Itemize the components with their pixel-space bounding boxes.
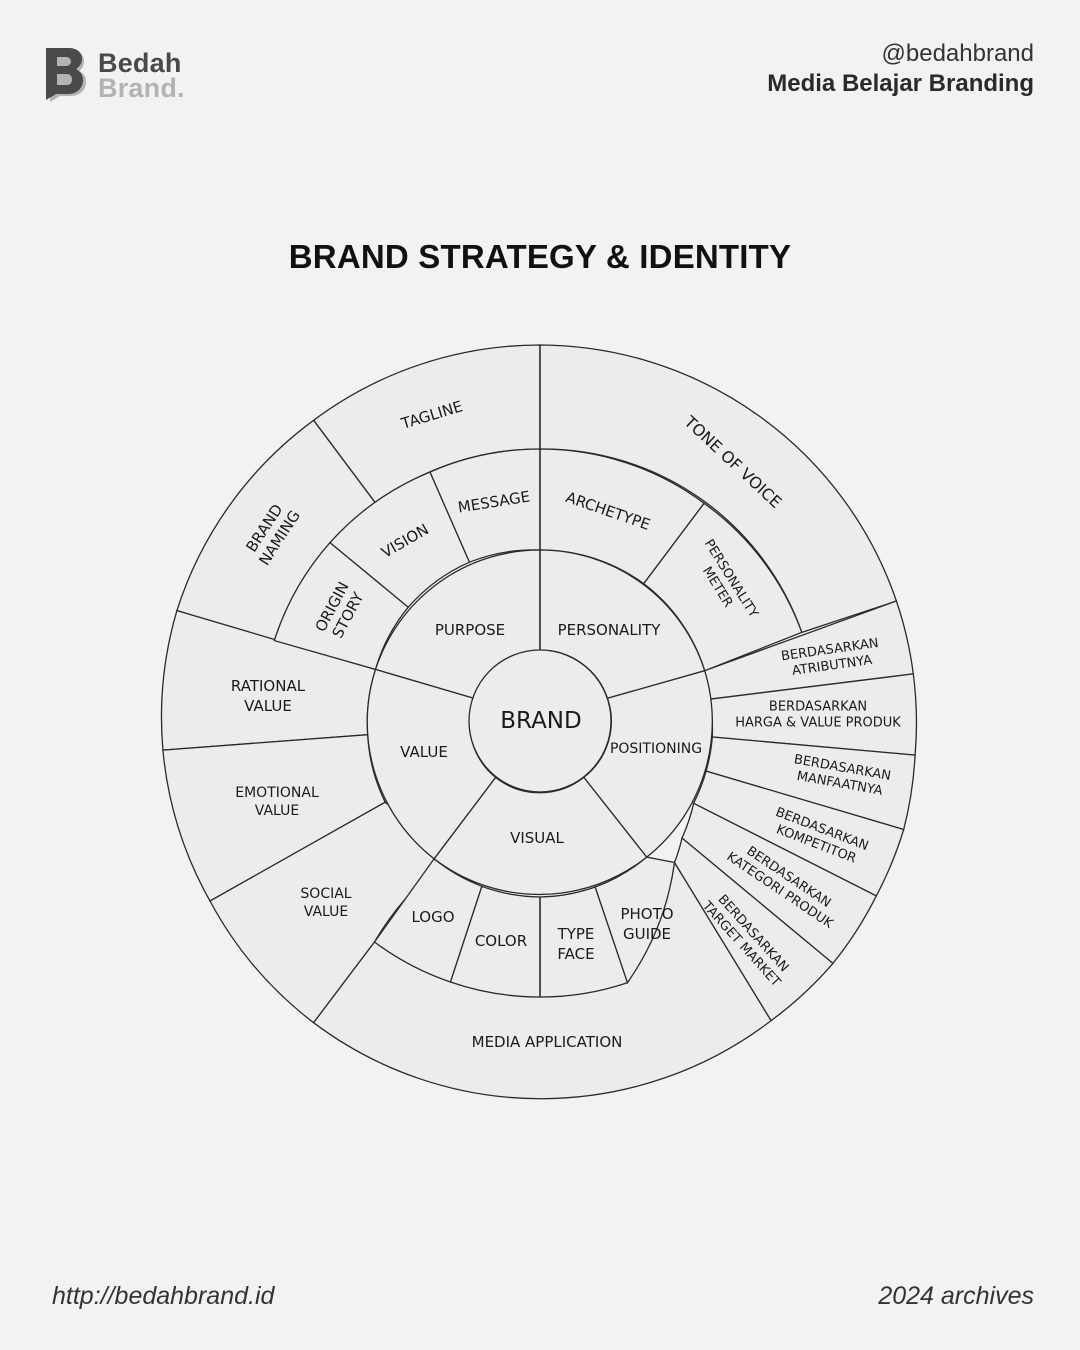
label-emotional-value-line1: EMOTIONAL <box>235 785 319 801</box>
logo-wordmark-bottom: Brand. <box>98 73 185 103</box>
logo-wordmark-top: Bedah <box>98 48 182 78</box>
label-type-face-line1: TYPE <box>557 925 595 943</box>
label-emotional-value-line2: VALUE <box>255 803 299 819</box>
label-rational-value-line1: RATIONAL <box>231 677 306 695</box>
brand-logo: Bedah Brand. <box>46 48 185 104</box>
label-visual: VISUAL <box>510 829 564 847</box>
middle-ring <box>273 448 803 998</box>
label-photo-guide-line2: GUIDE <box>623 925 671 943</box>
label-photo-guide-line1: PHOTO <box>620 905 673 923</box>
outer-ring <box>160 344 918 1100</box>
label-logo: LOGO <box>411 908 454 926</box>
label-personality: PERSONALITY <box>558 621 662 639</box>
label-type-face-line2: FACE <box>557 945 594 963</box>
segment-logo <box>373 857 483 983</box>
label-positioning: POSITIONING <box>610 741 702 757</box>
label-rational-value-line2: VALUE <box>244 697 292 715</box>
footer-website-link[interactable]: http://bedahbrand.id <box>52 1282 275 1310</box>
center-label: BRAND <box>500 708 581 734</box>
header-tagline: Media Belajar Branding <box>767 70 1034 97</box>
label-berdasarkan-harga-line1: BERDASARKAN <box>769 700 867 715</box>
label-purpose: PURPOSE <box>435 621 505 639</box>
inner-ring <box>366 549 713 896</box>
page-title: BRAND STRATEGY & IDENTITY <box>288 238 792 275</box>
label-berdasarkan-harga-line2: HARGA & VALUE PRODUK <box>735 716 901 731</box>
label-social-value-line1: SOCIAL <box>300 886 351 902</box>
label-color: COLOR <box>475 932 527 950</box>
segment-berdasarkan-target <box>673 836 834 1022</box>
label-value: VALUE <box>400 743 448 761</box>
social-handle: @bedahbrand <box>881 40 1034 67</box>
label-berdasarkan-harga: BERDASARKAN HARGA & VALUE PRODUK <box>735 700 901 731</box>
label-social-value-line2: VALUE <box>304 904 348 920</box>
label-media-application: MEDIA APPLICATION <box>472 1033 623 1051</box>
footer-archive-label: 2024 archives <box>878 1282 1034 1310</box>
bedah-brand-logo-icon <box>46 48 86 102</box>
